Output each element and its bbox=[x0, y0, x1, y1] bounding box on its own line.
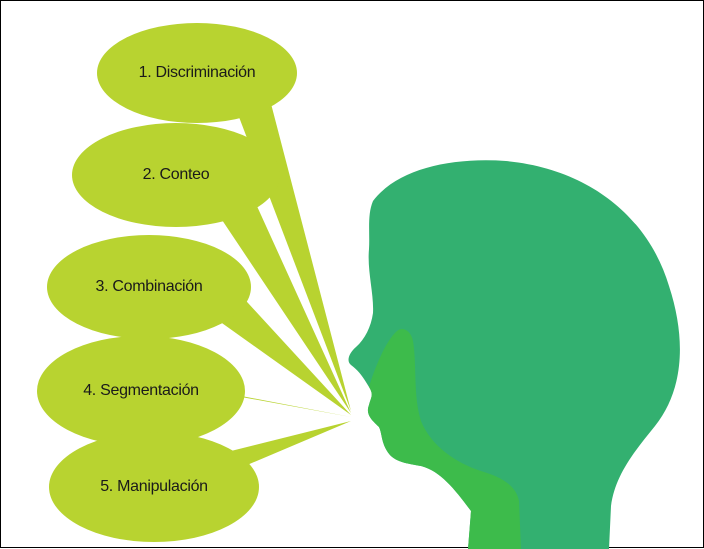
bubble-label-manipulacion: 5. Manipulación bbox=[100, 478, 208, 495]
face-shadow bbox=[367, 329, 521, 549]
bubble-tail-2 bbox=[206, 193, 351, 413]
bubble-4 bbox=[37, 336, 245, 446]
bubble-label-segmentacion: 4. Segmentación bbox=[83, 382, 199, 399]
bubble-2 bbox=[72, 123, 280, 227]
bubble-3 bbox=[47, 235, 251, 339]
bubble-1 bbox=[97, 23, 297, 123]
bubbles bbox=[37, 23, 297, 542]
bubble-tail-3 bbox=[191, 291, 351, 415]
bubble-label-combinacion: 3. Combinación bbox=[95, 278, 203, 295]
bubble-5 bbox=[49, 432, 259, 542]
bubble-label-conteo: 2. Conteo bbox=[142, 166, 210, 183]
bubble-label-discriminacion: 1. Discriminación bbox=[138, 64, 256, 81]
